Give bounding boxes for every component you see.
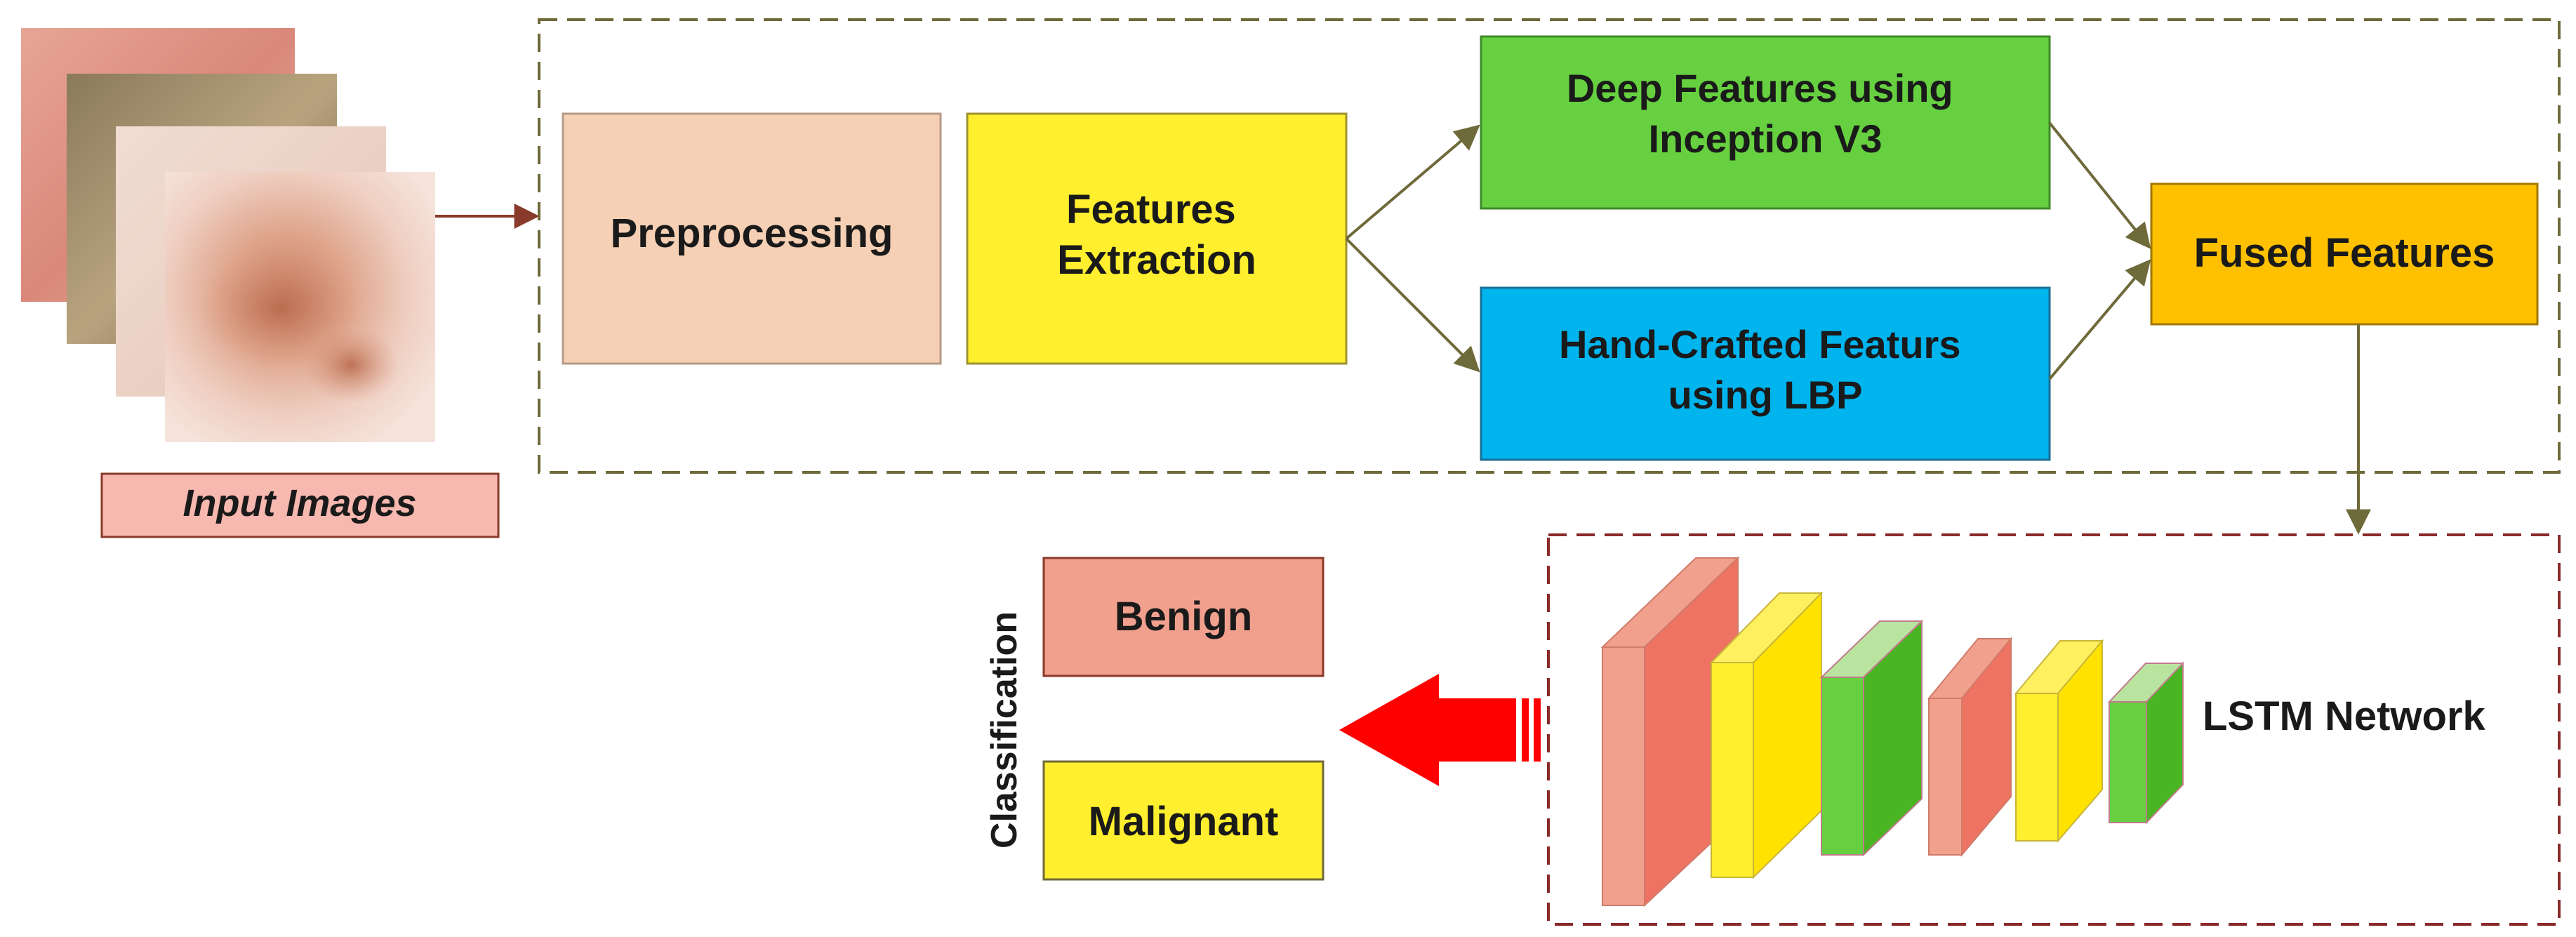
lstm-blocks xyxy=(1600,556,2185,908)
fused-features-label: Fused Features xyxy=(2194,230,2495,276)
deep-features-label: Deep Features using Inception V3 xyxy=(1567,66,1964,161)
input-images-label: Input Images xyxy=(182,482,416,524)
malignant-label: Malignant xyxy=(1089,799,1279,844)
extraction-label: Features Extraction xyxy=(1057,187,1256,283)
deep-features-label-line: Inception V3 xyxy=(1649,117,1883,161)
input-image-stack xyxy=(21,28,435,442)
malignant-box xyxy=(1042,760,1324,881)
fused-features-box xyxy=(2150,182,2539,326)
lstm-block xyxy=(1819,619,1924,857)
preprocessing-label: Preprocessing xyxy=(611,211,894,256)
classification-title: Classification xyxy=(984,611,1025,849)
benign-label: Benign xyxy=(1115,594,1253,639)
extraction-label-line: Extraction xyxy=(1057,237,1256,283)
processing-frame xyxy=(538,18,2561,474)
extraction-label-line: Features xyxy=(1066,187,1236,232)
input-images-label-box xyxy=(100,472,500,538)
lstm-block xyxy=(2014,639,2104,843)
deep-features-label-line: Deep Features using xyxy=(1567,66,1953,110)
extraction-to-deep-arrow xyxy=(1345,124,1480,240)
handcrafted-features-label: Hand-Crafted Featurs using LBP xyxy=(1559,322,1972,417)
handcrafted-features-label-line: using LBP xyxy=(1668,373,1863,417)
lstm-frame xyxy=(1547,533,2561,926)
extraction-box xyxy=(966,112,1348,365)
red-arrow xyxy=(1339,674,1541,786)
extraction-to-handcrafted-arrow xyxy=(1345,237,1480,373)
handcrafted-to-fused-arrow xyxy=(2048,259,2151,380)
handcrafted-features-box xyxy=(1480,286,2051,461)
handcrafted-features-label-line: Hand-Crafted Featurs xyxy=(1559,322,1961,366)
lesion-spot xyxy=(302,326,400,404)
lstm-block xyxy=(1927,637,2013,857)
benign-box xyxy=(1042,557,1324,677)
deep-to-fused-arrow xyxy=(2048,121,2151,249)
lstm-block xyxy=(1709,591,1824,879)
preprocessing-box xyxy=(562,112,942,365)
deep-features-box xyxy=(1480,35,2051,210)
lstm-network-label: LSTM Network xyxy=(2203,693,2486,739)
lstm-block xyxy=(2107,661,2185,825)
